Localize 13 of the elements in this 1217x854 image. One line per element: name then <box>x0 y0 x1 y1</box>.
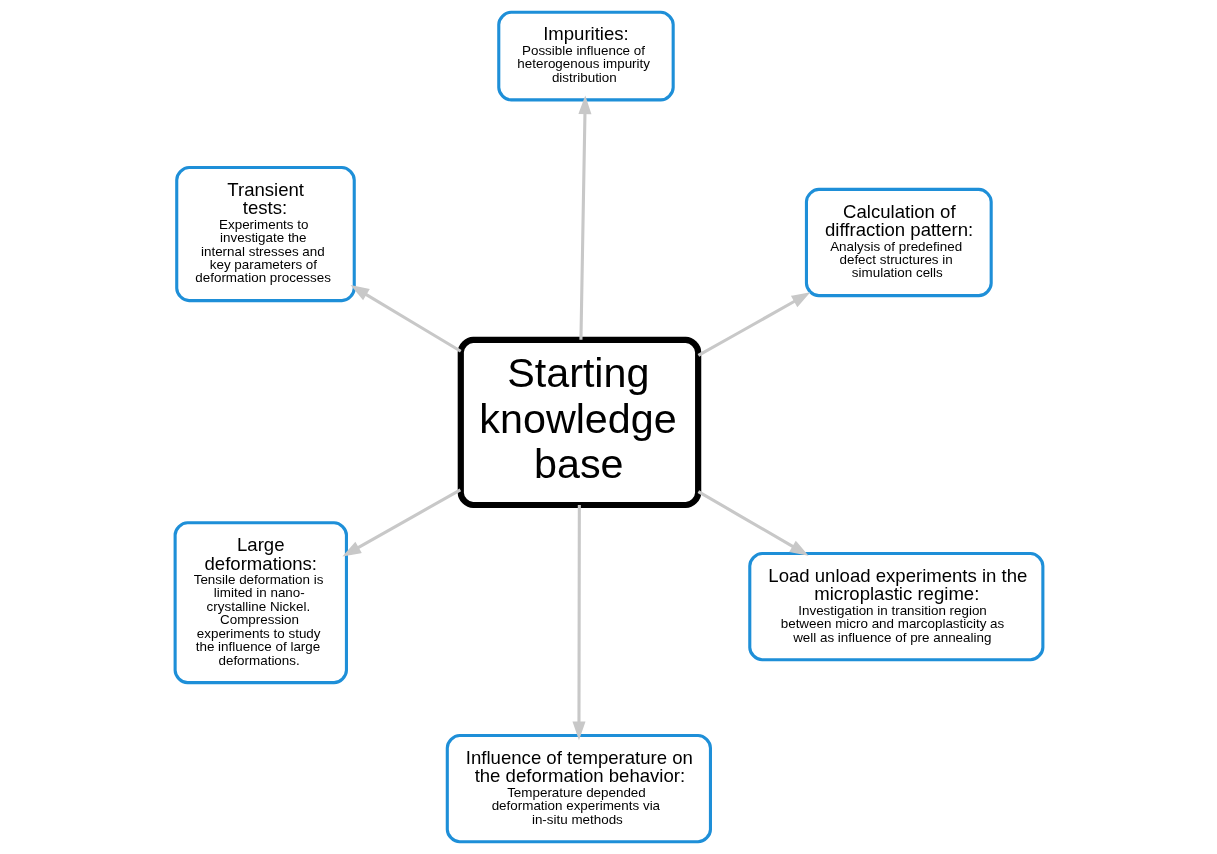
arrow <box>349 285 462 353</box>
node-box: Large deformations: Tensile deformation is limited in nano-crystalline Nickel. Compression experiments to study the influence of large deformations. <box>173 521 348 685</box>
node-box: Influence of temperature on the deformation behavior: Temperature depended deformation experiments via in-situ methods <box>445 733 712 844</box>
arrow <box>697 490 809 556</box>
node-box: Load unload experiments in the microplastic regime: Investigation in transition region between micro and marcoplasticity as well as influence of pre annealing <box>747 551 1044 662</box>
node-box: Starting knowledge base <box>457 336 701 509</box>
arrow <box>697 292 810 357</box>
node-box: Transient tests: Experiments to investigate the internal stresses and key parameters of deformation processes <box>174 165 356 303</box>
node-box: Calculation of diffraction pattern: Analysis of predefined defect structures in simulation cells <box>804 187 993 298</box>
arrow <box>571 505 585 741</box>
arrow <box>577 95 591 340</box>
node-box: Impurities: Possible influence of heterogenous impurity distribution <box>496 10 675 102</box>
arrow <box>341 488 461 557</box>
